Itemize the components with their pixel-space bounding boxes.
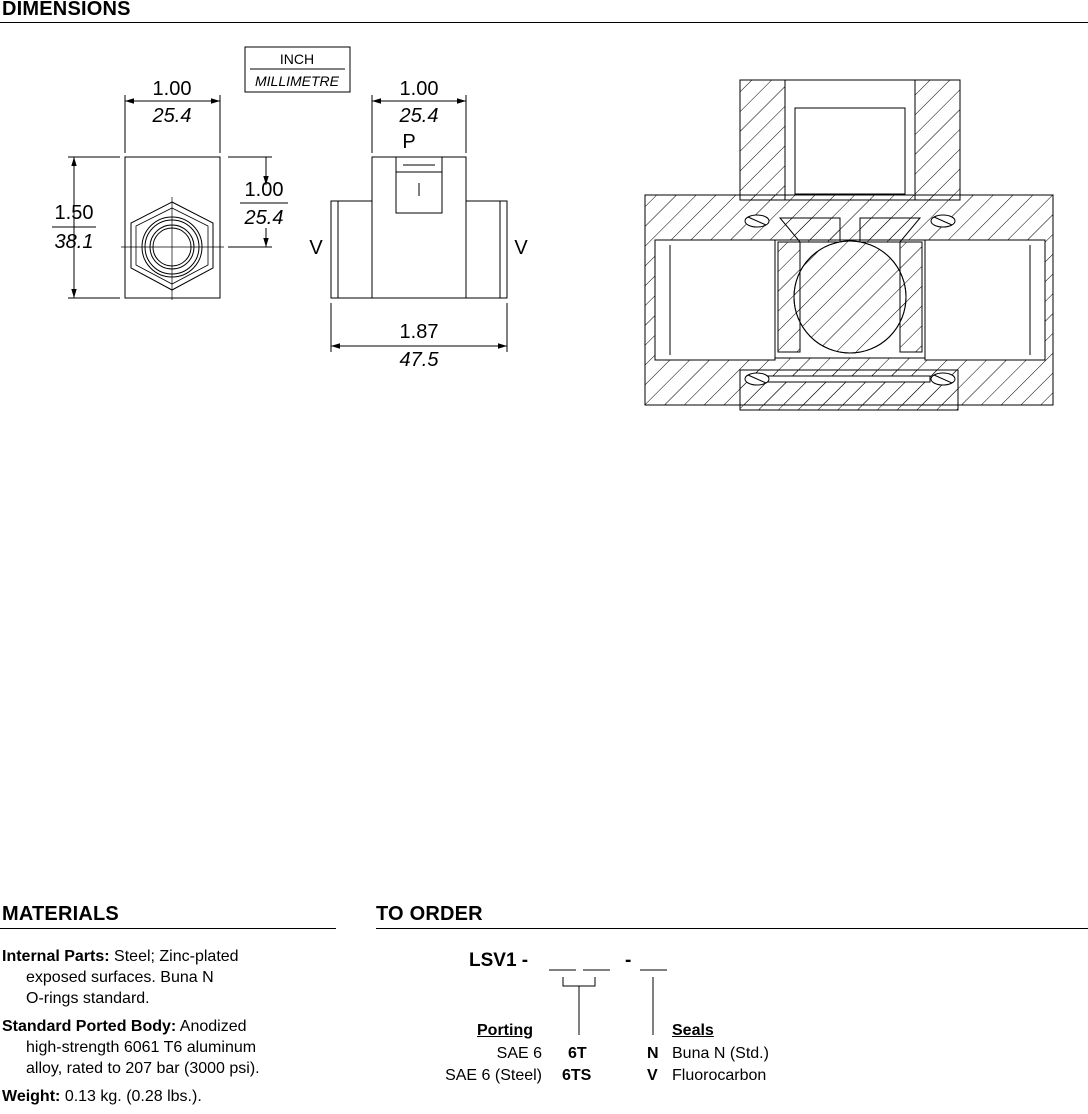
materials-rule <box>0 928 336 929</box>
dimension-drawing: INCH MILLIMETRE 1.00 25.4 1.50 38.1 <box>52 46 1054 411</box>
port-v-left-label: V <box>309 237 323 259</box>
front-view-labels: 1.00 25.4 1.50 38.1 1.00 25.4 <box>55 78 284 253</box>
seal-name-2: Fluorocarbon <box>672 1067 767 1084</box>
materials-title: MATERIALS <box>2 903 119 925</box>
front-height-inch: 1.50 <box>55 202 94 224</box>
body-line2: high-strength 6061 T6 aluminum <box>26 1039 257 1056</box>
front-view <box>52 95 288 300</box>
front-height-mm: 38.1 <box>55 231 94 253</box>
seal-code-2: V <box>647 1067 658 1084</box>
porting-header: Porting <box>477 1022 533 1039</box>
port-v-right-label: V <box>514 237 528 259</box>
internal-parts-line1: Steel; Zinc-plated <box>114 948 239 965</box>
legend-millimetre: MILLIMETRE <box>255 73 340 89</box>
dimensions-rule <box>0 22 1088 23</box>
hex-height-inch: 1.00 <box>245 179 284 201</box>
seal-code-1: N <box>647 1045 659 1062</box>
porting-name-2: SAE 6 (Steel) <box>445 1067 542 1084</box>
side-width-inch: 1.00 <box>400 78 439 100</box>
order-title: TO ORDER <box>376 903 483 925</box>
internal-parts-label: Internal Parts: <box>2 948 110 965</box>
section-view <box>644 79 1054 411</box>
porting-code-1: 6T <box>568 1045 587 1062</box>
front-width-inch: 1.00 <box>153 78 192 100</box>
order-rule <box>376 928 1088 929</box>
side-length-inch: 1.87 <box>400 321 439 343</box>
units-legend: INCH MILLIMETRE <box>244 46 351 93</box>
weight-value: 0.13 kg. (0.28 lbs.). <box>64 1088 202 1105</box>
order-dash: - <box>625 950 632 971</box>
body-line3: alloy, rated to 207 bar (3000 psi). <box>26 1060 260 1077</box>
front-width-mm: 25.4 <box>152 105 192 127</box>
porting-code-2: 6TS <box>562 1067 592 1084</box>
port-p-label: P <box>402 131 415 153</box>
seal-name-1: Buna N (Std.) <box>672 1045 769 1062</box>
internal-parts-paragraph: Internal Parts: Steel; Zinc-plated expos… <box>2 946 342 1009</box>
internal-parts-line3: O-rings standard. <box>26 990 150 1007</box>
side-length-mm: 47.5 <box>400 349 440 371</box>
weight-label: Weight: <box>2 1088 61 1105</box>
body-paragraph: Standard Ported Body: Anodized high-stre… <box>2 1016 342 1079</box>
body-line1: Anodized <box>179 1018 247 1035</box>
side-view-labels: 1.00 25.4 1.87 47.5 P V V <box>309 78 528 371</box>
hex-height-mm: 25.4 <box>244 207 284 229</box>
internal-parts-line2: exposed surfaces. Buna N <box>26 969 214 986</box>
side-width-mm: 25.4 <box>399 105 439 127</box>
legend-inch: INCH <box>280 51 314 67</box>
body-label: Standard Ported Body: <box>2 1018 177 1035</box>
porting-name-1: SAE 6 <box>496 1045 542 1062</box>
materials-text: Internal Parts: Steel; Zinc-plated expos… <box>2 946 342 1114</box>
seals-header: Seals <box>672 1022 714 1039</box>
dimensions-title: DIMENSIONS <box>2 0 131 20</box>
order-model: LSV1 - <box>469 950 529 971</box>
side-view <box>330 95 508 352</box>
weight-paragraph: Weight: 0.13 kg. (0.28 lbs.). <box>2 1086 342 1107</box>
